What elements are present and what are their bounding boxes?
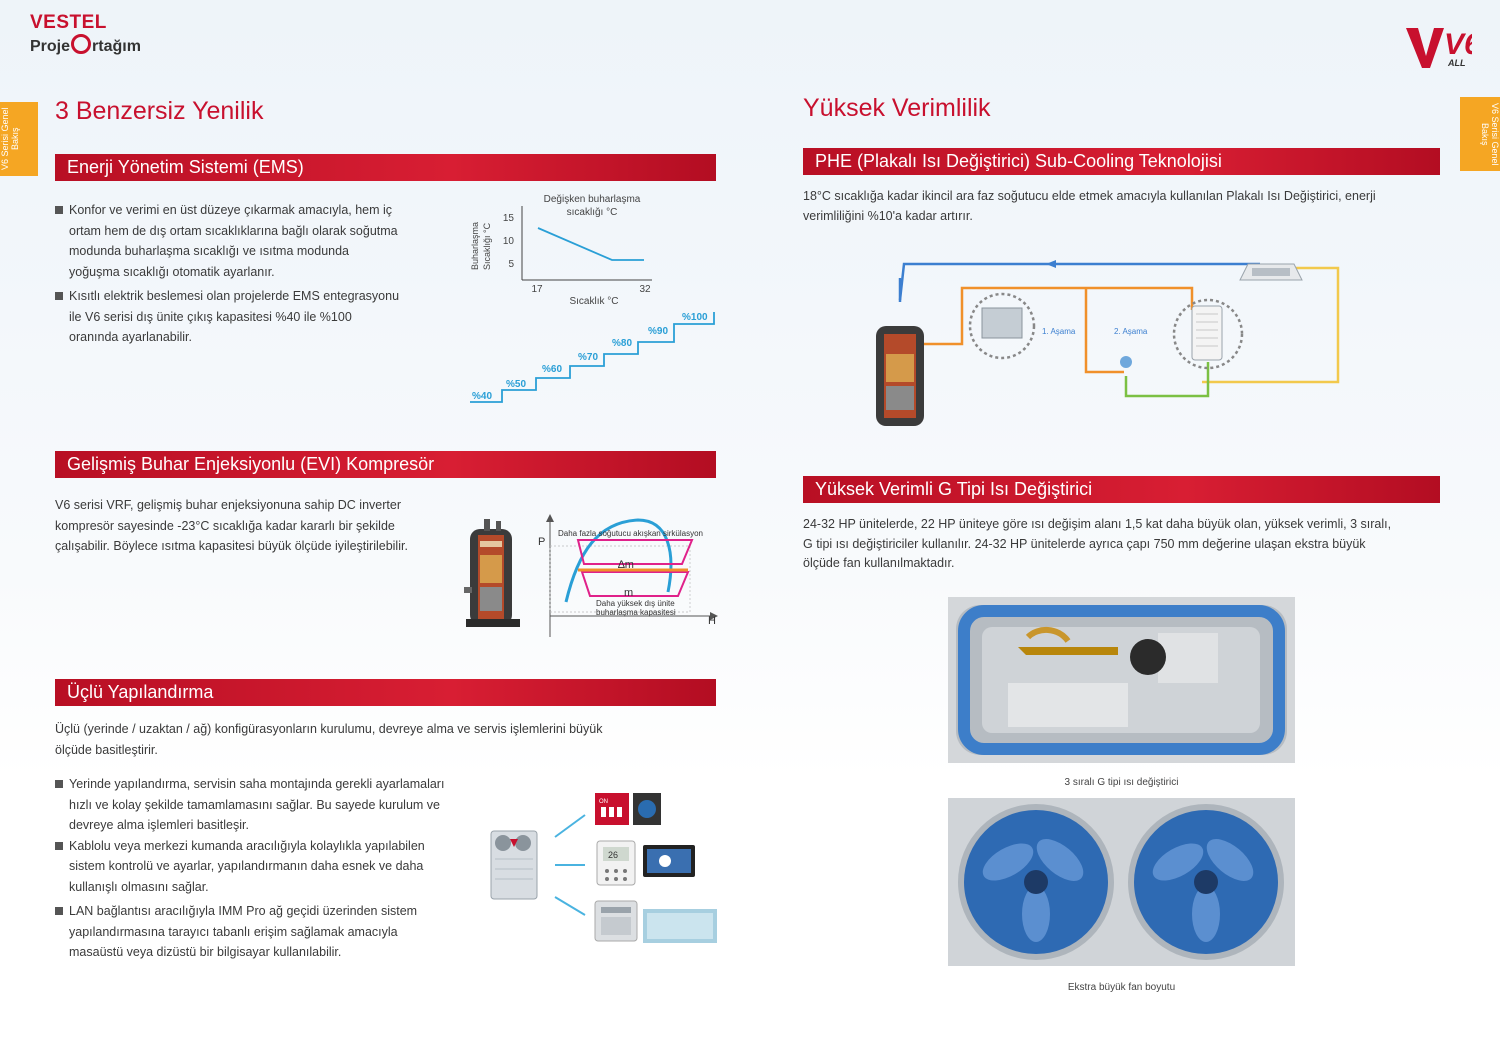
ems-chart-xtick: 32 — [639, 284, 651, 295]
config-bullet-1: Yerinde yapılandırma, servisin saha mont… — [55, 774, 455, 836]
brand-subtitle: Proje rtağım — [30, 34, 141, 56]
ems-chart-ylabel-1: Buharlaşma — [470, 222, 480, 270]
left-page-title: 3 Benzersiz Yenilik — [55, 97, 264, 125]
ems-step-label: %60 — [542, 364, 562, 375]
ph-p-label: P — [538, 536, 545, 548]
controller-display: 26 — [608, 850, 618, 860]
stage2-circle — [1172, 298, 1244, 370]
config-bullet-3: LAN bağlantısı aracılığıyla IMM Pro ağ g… — [55, 901, 455, 963]
fan-left-icon — [958, 804, 1114, 960]
ph-dm-label: ∆m — [618, 559, 634, 571]
ph-bottom-text-2: buharlaşma kapasitesi — [596, 608, 676, 617]
side-tab-right: V6 Serisi Genel Bakış — [1460, 97, 1500, 171]
g-heat-exchanger-image — [948, 597, 1295, 763]
v6-logo-icon: V6 ALL — [1406, 28, 1472, 68]
ems-chart-ylabel-2: Sıcaklığı °C — [482, 222, 492, 270]
evi-section-bar: Gelişmiş Buhar Enjeksiyonlu (EVI) Kompre… — [55, 451, 716, 478]
evi-compressor-image — [464, 519, 520, 627]
phe-cycle-diagram: 1. Aşama 2. Aşama — [876, 260, 1340, 426]
ems-step-label: %40 — [472, 391, 492, 402]
ems-chart-xtick: 17 — [531, 284, 543, 295]
brand-o-icon — [71, 34, 92, 54]
config-bullet-2: Kablolu veya merkezi kumanda aracılığıyl… — [55, 836, 455, 898]
ems-bullet-2: Kısıtlı elektrik beslemesi olan projeler… — [55, 286, 400, 348]
ems-step-label: %100 — [682, 312, 708, 323]
ems-step-label: %80 — [612, 338, 632, 349]
v6-logo-text: V6 — [1444, 28, 1472, 61]
ems-chart-title-1: Değişken buharlaşma — [544, 194, 641, 205]
phe-text: 18°C sıcaklığa kadar ikincil ara faz soğ… — [803, 189, 1376, 223]
arrow-icon — [554, 896, 586, 916]
arrow-icon — [554, 814, 586, 838]
ems-temperature-chart: Değişken buharlaşma sıcaklığı °C 15 10 5… — [470, 194, 652, 307]
fan-right-icon — [1128, 804, 1284, 960]
evi-ph-diagram: P H Daha fazla soğutucu akışkan sirkülas… — [538, 514, 718, 637]
ems-step-label: %70 — [578, 352, 598, 363]
stage2-label: 2. Aşama — [1114, 327, 1148, 336]
stage1-circle — [968, 292, 1036, 360]
stage1-label: 1. Aşama — [1042, 327, 1076, 336]
right-page-title: Yüksek Verimlilik — [803, 94, 991, 122]
ems-bullet-1: Konfor ve verimi en üst düzeye çıkarmak … — [55, 200, 400, 282]
brand-sub-post: rtağım — [92, 38, 141, 55]
ph-m-label: m — [624, 587, 633, 599]
ph-h-label: H — [708, 615, 716, 627]
ems-chart-line — [537, 227, 644, 261]
g-fan-image — [948, 798, 1295, 966]
ems-chart-ytick: 15 — [503, 213, 515, 224]
brand-logo: VESTEL — [30, 12, 107, 33]
brand-sub-pre: Proje — [30, 38, 71, 55]
ems-chart-xlabel: Sıcaklık °C — [569, 296, 618, 307]
evi-text: V6 serisi VRF, gelişmiş buhar enjeksiyon… — [55, 498, 408, 553]
v6-logo-sub: ALL — [1447, 58, 1466, 68]
config-section-bar: Üçlü Yapılandırma — [55, 679, 716, 706]
config-text: Üçlü (yerinde / uzaktan / ağ) konfigüras… — [55, 722, 603, 757]
dip-label: ON — [599, 799, 608, 805]
phe-section-bar: PHE (Plakalı Isı Değiştirici) Sub-Coolin… — [803, 148, 1440, 175]
config-illustration: ON 26 — [490, 793, 717, 943]
config-bullets: Yerinde yapılandırma, servisin saha mont… — [55, 774, 455, 963]
ph-top-text: Daha fazla soğutucu akışkan sirkülasyon — [558, 529, 703, 538]
g-text: 24-32 HP ünitelerde, 22 HP üniteye göre … — [803, 517, 1392, 570]
ems-step-label: %90 — [648, 326, 668, 337]
ems-chart-title-2: sıcaklığı °C — [567, 207, 618, 218]
g-caption-1: 3 sıralı G tipi ısı değiştirici — [1064, 777, 1179, 788]
expansion-valve-icon — [1120, 356, 1132, 368]
g-caption-2: Ekstra büyük fan boyutu — [1067, 982, 1176, 993]
g-section-bar: Yüksek Verimli G Tipi Isı Değiştirici — [803, 476, 1440, 503]
ems-chart-ytick: 10 — [503, 236, 515, 247]
ems-capacity-steps: %40 %50 %60 %70 %80 %90 %100 — [470, 312, 715, 403]
ems-step-line — [470, 312, 715, 403]
ems-chart-ytick: 5 — [508, 259, 514, 270]
ems-bullets: Konfor ve verimi en üst düzeye çıkarmak … — [55, 200, 400, 348]
ems-step-label: %50 — [506, 379, 526, 390]
side-tab-left: V6 Serisi Genel Bakış — [0, 102, 38, 176]
ph-bottom-text-1: Daha yüksek dış ünite — [596, 599, 675, 608]
evaporator-icon — [981, 307, 1023, 339]
ems-section-bar: Enerji Yönetim Sistemi (EMS) — [55, 154, 716, 181]
